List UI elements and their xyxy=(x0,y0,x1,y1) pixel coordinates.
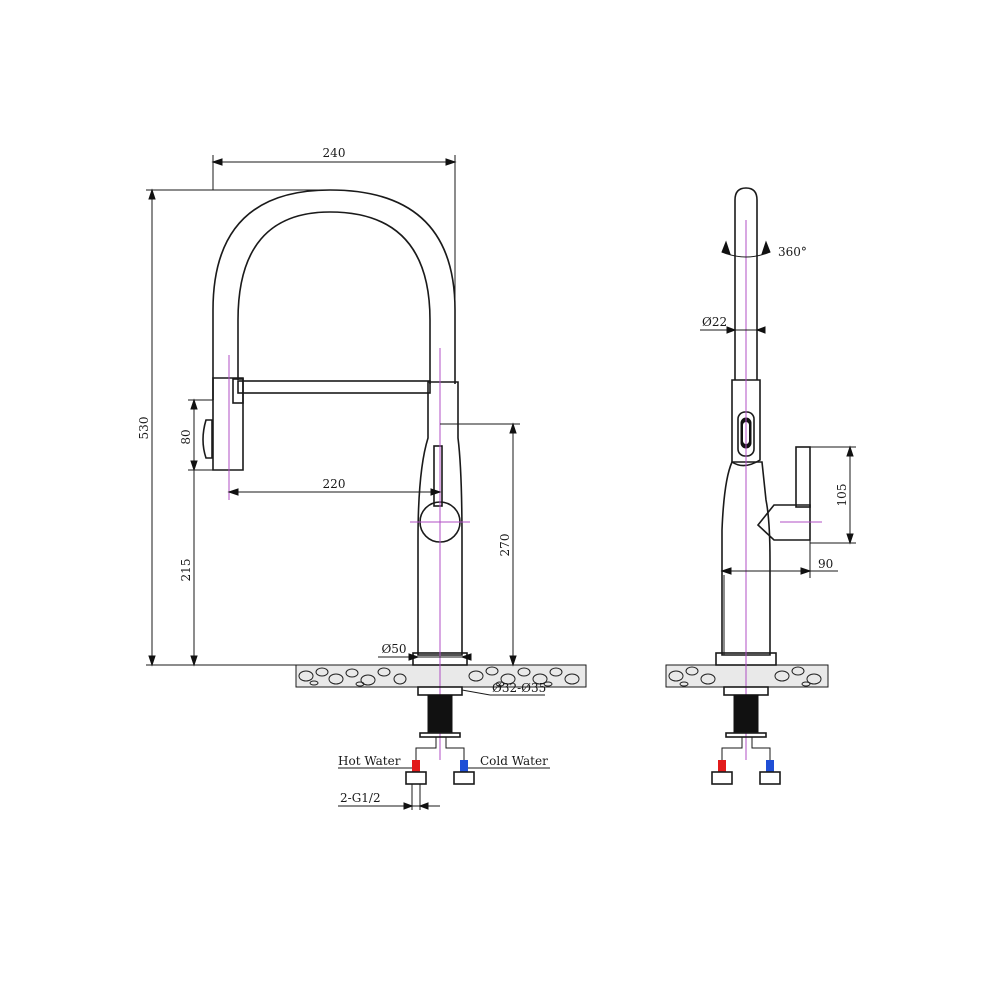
cold-water-marker-side xyxy=(766,760,774,772)
spray-holder-bar xyxy=(237,380,431,394)
spout-tube-side xyxy=(734,187,758,380)
spray-head xyxy=(212,377,244,471)
spout-arch-outer xyxy=(212,189,456,400)
dim-width-total: 240 xyxy=(323,146,346,160)
dim-base-height: 215 xyxy=(179,559,193,582)
hot-water-marker xyxy=(412,760,420,772)
countertop-front xyxy=(295,664,587,688)
dim-base-diameter: Ø50 xyxy=(381,642,406,656)
side-view: 360° Ø22 105 90 xyxy=(665,187,856,785)
dim-height-total: 530 xyxy=(137,417,151,440)
hot-water-marker-side xyxy=(718,760,726,772)
thread-label: 2-G1/2 xyxy=(340,791,381,805)
front-view: 240 530 80 215 220 270 Ø50 xyxy=(137,146,587,810)
countertop-side xyxy=(665,664,829,688)
dim-handle-span: 80 xyxy=(179,429,193,444)
rotation-label: 360° xyxy=(778,245,807,259)
faucet-body-front xyxy=(417,381,463,656)
faucet-body-side xyxy=(721,461,771,656)
tube-diameter: Ø22 xyxy=(702,315,727,329)
dim-spout-reach: 220 xyxy=(323,477,346,491)
cold-water-marker xyxy=(460,760,468,772)
dim-handle-height: 105 xyxy=(835,484,849,507)
dim-hole-diameter: Ø32-Ø35 xyxy=(492,681,546,695)
spout-arch-inner xyxy=(237,211,431,384)
cold-water-label: Cold Water xyxy=(480,754,548,768)
hot-water-label: Hot Water xyxy=(338,754,401,768)
dim-body-height: 270 xyxy=(498,534,512,557)
dim-handle-depth: 90 xyxy=(818,557,833,571)
handle-lever-front xyxy=(433,445,443,507)
